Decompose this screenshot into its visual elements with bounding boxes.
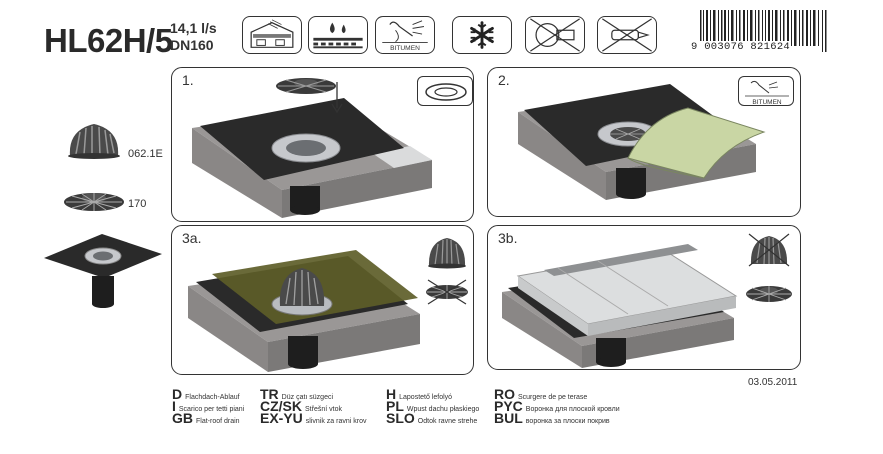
dome-grate-icon <box>748 233 790 267</box>
flat-grate-icon <box>64 193 124 211</box>
no-torch-icon <box>597 16 657 54</box>
step-3b-panel: 3b. <box>487 225 801 370</box>
flat-grate-icon <box>426 279 468 305</box>
bitumen-badge-label: BITUMEN <box>752 99 782 106</box>
part-code-dome: 062.1E <box>128 148 163 160</box>
product-model: HL62H/5 <box>44 22 173 59</box>
step-number: 1. <box>182 72 194 88</box>
building-insulation-icon <box>242 16 302 54</box>
snowflake-icon <box>452 16 512 54</box>
flat-grate-icon <box>746 286 792 302</box>
step-1-illustration <box>192 78 432 218</box>
document-date: 03.05.2011 <box>748 377 798 388</box>
step-2-panel: 2. BITUMEN <box>487 67 801 217</box>
step-number: 2. <box>498 72 510 88</box>
dome-grate-icon <box>428 238 466 269</box>
no-heat-icon <box>525 16 585 54</box>
step-3a-panel: 3a. <box>171 225 474 375</box>
leaf-guard-dome-icon <box>68 124 120 159</box>
bitumen-torch-icon: BITUMEN <box>738 76 794 106</box>
step-1-panel: 1. <box>171 67 474 222</box>
step-2-illustration <box>518 84 766 200</box>
drain-with-membrane-illustration <box>44 234 162 308</box>
barcode <box>688 8 838 56</box>
bitumen-torch-icon: BITUMEN <box>375 16 435 54</box>
step-3a-illustration <box>188 250 420 372</box>
step-number: 3b. <box>498 230 518 246</box>
part-code-grate: 170 <box>128 198 147 210</box>
sealing-ring-icon <box>417 76 473 106</box>
water-drop-sealing-icon <box>308 16 368 54</box>
barcode-number: 9 003076 821624 <box>690 41 792 53</box>
product-spec: 14,1 l/s DN160 <box>170 20 217 54</box>
nominal-diameter: DN160 <box>170 37 214 53</box>
flow-rate: 14,1 l/s <box>170 20 217 36</box>
step-3b-illustration <box>502 244 738 368</box>
bitumen-icon-label: BITUMEN <box>390 45 420 52</box>
step-number: 3a. <box>182 230 202 246</box>
